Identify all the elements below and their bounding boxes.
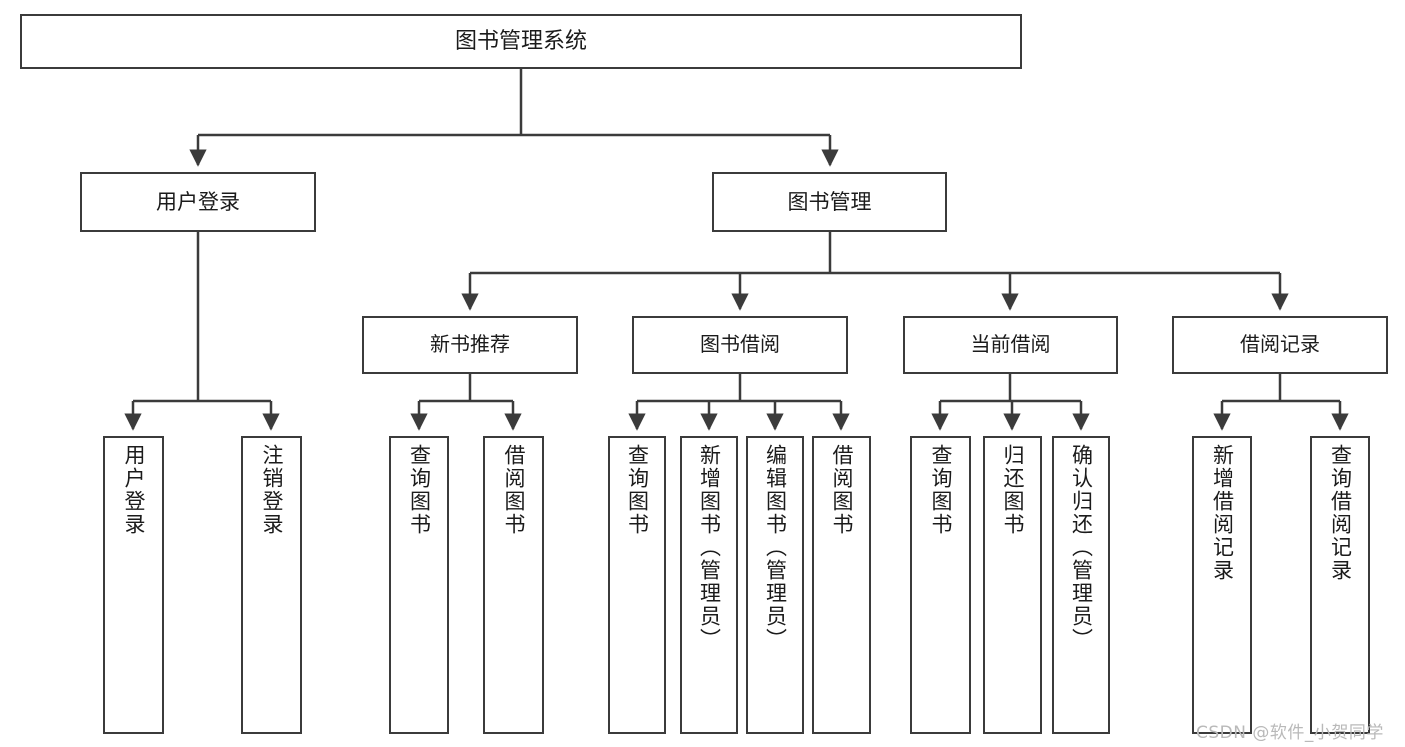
leaf-rec-add[interactable]: 新增借阅记录 xyxy=(1192,436,1252,734)
node-root-label: 图书管理系统 xyxy=(454,28,587,54)
node-borrow-record[interactable]: 借阅记录 xyxy=(1172,316,1388,374)
leaf-borrow-add[interactable]: 新增图书（管理员） xyxy=(680,436,738,734)
node-book-borrow-label: 图书借阅 xyxy=(700,332,780,357)
leaf-borrow-do[interactable]: 借阅图书 xyxy=(812,436,871,734)
leaf-cur-confirm-label: 确认归还（管理员） xyxy=(1069,444,1094,651)
leaf-rec-query[interactable]: 查询图书 xyxy=(389,436,449,734)
leaf-borrow-query[interactable]: 查询图书 xyxy=(608,436,666,734)
leaf-rec-add-label: 新增借阅记录 xyxy=(1210,444,1235,582)
leaf-rec-borrow[interactable]: 借阅图书 xyxy=(483,436,544,734)
leaf-rec-search[interactable]: 查询借阅记录 xyxy=(1310,436,1370,734)
node-user-login-label: 用户登录 xyxy=(156,189,240,214)
node-book-borrow[interactable]: 图书借阅 xyxy=(632,316,848,374)
csdn-watermark: CSDN @软件_小贺同学 xyxy=(1196,723,1384,743)
leaf-cur-query-label: 查询图书 xyxy=(929,444,953,536)
node-new-book-rec[interactable]: 新书推荐 xyxy=(362,316,578,374)
node-new-book-rec-label: 新书推荐 xyxy=(430,332,510,357)
leaf-rec-query-label: 查询图书 xyxy=(407,444,432,536)
leaf-borrow-edit[interactable]: 编辑图书（管理员） xyxy=(746,436,804,734)
leaf-rec-search-label: 查询借阅记录 xyxy=(1328,444,1353,582)
node-user-login[interactable]: 用户登录 xyxy=(80,172,316,232)
node-book-management[interactable]: 图书管理 xyxy=(712,172,947,232)
node-current-borrow-label: 当前借阅 xyxy=(970,332,1051,357)
node-book-management-label: 图书管理 xyxy=(787,189,872,214)
leaf-rec-borrow-label: 借阅图书 xyxy=(502,444,526,536)
node-root[interactable]: 图书管理系统 xyxy=(20,14,1022,69)
leaf-user-login-label: 用户登录 xyxy=(122,444,146,536)
leaf-user-login[interactable]: 用户登录 xyxy=(103,436,164,734)
leaf-user-logout[interactable]: 注销登录 xyxy=(241,436,302,734)
leaf-borrow-do-label: 借阅图书 xyxy=(830,444,854,536)
leaf-cur-return[interactable]: 归还图书 xyxy=(983,436,1042,734)
leaf-borrow-edit-label: 编辑图书（管理员） xyxy=(763,444,788,651)
leaf-borrow-add-label: 新增图书（管理员） xyxy=(697,444,722,651)
node-current-borrow[interactable]: 当前借阅 xyxy=(903,316,1118,374)
node-borrow-record-label: 借阅记录 xyxy=(1240,332,1320,357)
leaf-cur-return-label: 归还图书 xyxy=(1001,444,1025,536)
leaf-borrow-query-label: 查询图书 xyxy=(625,444,650,536)
leaf-cur-confirm[interactable]: 确认归还（管理员） xyxy=(1052,436,1110,734)
leaf-cur-query[interactable]: 查询图书 xyxy=(910,436,971,734)
leaf-user-logout-label: 注销登录 xyxy=(260,444,284,536)
